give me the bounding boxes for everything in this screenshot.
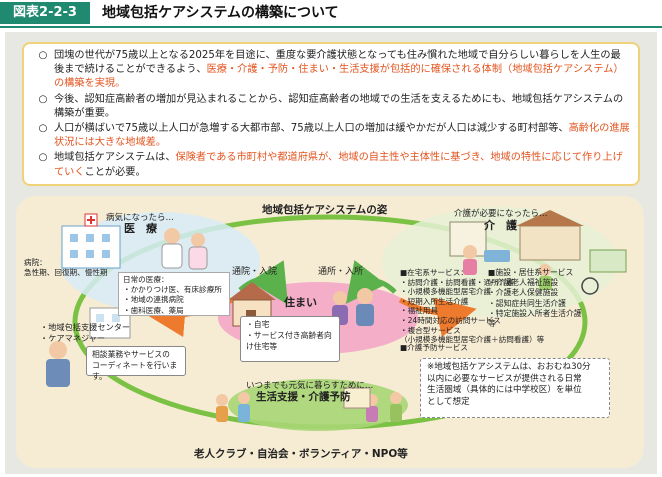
arrow-home-to-care [398,297,477,337]
note-line: ※地域包括ケアシステムは、おおむね30分 [427,362,591,372]
hospital-types: 急性期、回復期、慢性期 [24,267,108,277]
home-care-item: ・小規模多機能型居宅介護 [400,287,492,297]
home-care-item: ・複合型サービス [400,325,461,335]
daily-medical-item: ・地域の連携病院 [123,295,184,305]
area-note-text: ※地域包括ケアシステムは、おおむね30分以内に必要なサービスが提供される日常生活… [427,362,603,408]
community-groups: 老人クラブ・自治会・ボランティア・NPO等 [194,448,408,460]
home-care-item: ・訪問介護・訪問看護・通所介護 [400,277,514,287]
coordination-text: 相談業務やサービスのコーディネートを行います。 [92,349,180,382]
body-text: 団塊の世代が75歳以上となる2025年を目途に、重度な要介護状態となっても住み慣… [54,50,621,76]
medical-trigger: 病気になったら… [106,213,175,223]
arrow-right-label: 通所・入所 [318,267,364,277]
support-center-item: ・地域包括支援センター [40,322,131,332]
daily-medical-item: ・歯科医療、薬局 [123,305,184,315]
coordination-box: 相談業務やサービスのコーディネートを行います。 [86,346,186,381]
note-line: 生活圏域（具体的には中学校区）を単位 [427,385,582,395]
body-text: 人口が横ばいで75歳以上人口が急増する大都市部、75歳以上人口の増加は緩やかだが… [54,123,569,135]
note-line: として想定 [427,396,470,407]
summary-text: 地域包括ケアシステムは、保険者である市町村や都道府県が、地域の自主性や主体性に基… [54,151,630,179]
facility-list: ・介護老人福祉施設・介護老人保健施設・認知症共同生活介護・特定施設入所者生活介護… [488,278,582,329]
care-trigger: 介護が必要になったら… [454,209,548,219]
facility-services: ■施設・居住系サービス ・介護老人福祉施設・介護老人保健施設・認知症共同生活介護… [488,268,582,329]
home-care-list: ・訪問介護・訪問看護・通所介護・小規模多機能型居宅介護・短期入所生活介護・福祉用… [400,277,545,345]
daily-medical-list: ・かかりつけ医、有床診療所・地域の連携病院・歯科医療、薬局 [123,285,225,316]
figure-number: 図表2-2-3 [0,2,90,24]
figure-header: 図表2-2-3 地域包括ケアシステムの構築について [0,0,662,28]
support-center-list: ・地域包括支援センター・ケアマネジャー [40,322,130,344]
home-item: ・自宅 [246,320,270,329]
summary-item: ○ 団塊の世代が75歳以上となる2025年を目途に、重度な要介護状態となっても住み… [32,49,630,92]
hospital-label: 病院： 急性期、回復期、慢性期 [24,258,108,277]
note-line: 以内に必要なサービスが提供される日常 [427,373,582,384]
home-box: ・自宅・サービス付き高齢者向け住宅等 [240,316,340,362]
body-text: ことが必要。 [84,166,146,178]
support-center-item: ・ケアマネジャー [40,333,106,343]
home-list: ・自宅・サービス付き高齢者向け住宅等 [246,319,334,352]
bullet-marker: ○ [38,152,48,164]
arrow-left-label: 通院・入院 [232,267,278,277]
support-center-labels: ・地域包括支援センター・ケアマネジャー [40,322,130,344]
summary-text: 団塊の世代が75歳以上となる2025年を目途に、重度な要介護状態となっても住み慣… [54,49,630,92]
coordination-line: コーディネートを行います。 [92,361,178,381]
home-heading: 住まい [284,296,317,309]
summary-text: 人口が横ばいで75歳以上人口が急増する大都市部、75歳以上人口の増加は緩やかだが… [54,122,630,150]
summary-item: ○ 人口が横ばいで75歳以上人口が急増する大都市部、75歳以上人口の増加は緩やかだ… [32,122,630,150]
care-heading: 介 護 [484,219,517,232]
body-text: 今後、認知症高齢者の増加が見込まれることから、認知症高齢者の地域での生活を支える… [54,93,624,119]
living-heading: 生活支援・介護予防 [256,391,351,403]
medical-heading: 医 療 [124,222,157,235]
highlight-text: 医療・介護・予防・住まい・生活支援が包括的に確保される体制（地域包括ケアシステム… [54,64,624,90]
hospital-icon [61,213,121,269]
coordination-line: 相談業務やサービスの [92,350,170,359]
home-item: ・サービス付き高齢者向け住宅等 [246,331,332,351]
arrow-medical-to-home [238,260,288,305]
facility-item: ・介護老人保健施設 [488,288,559,298]
facility-item: ・特定施設入所者生活介護 [488,308,582,318]
doctor-icon [161,228,208,270]
home-care-item: ・24時間対応の訪問サービス [400,315,501,325]
elderly-people-icon [332,288,374,326]
daily-medical-item: ・かかりつけ医、有床診療所 [123,285,222,295]
daily-medical-title: 日常の医療： [123,275,169,284]
summary-text: 今後、認知症高齢者の増加が見込まれることから、認知症高齢者の地域での生活を支える… [54,93,630,121]
home-care-title: ■在宅系サービス： [400,268,468,277]
bullet-marker: ○ [38,93,48,105]
community-people-icon [216,387,402,422]
arrow-care-to-home [345,259,397,304]
area-note: ※地域包括ケアシステムは、おおむね30分以内に必要なサービスが提供される日常生活… [420,358,610,418]
summary-item: ○ 地域包括ケアシステムは、保険者である市町村や都道府県が、地域の自主性や主体性に… [32,151,630,179]
home-care-item: ・福祉用具 [400,306,438,316]
hospital-title: 病院： [24,258,47,267]
bullet-marker: ○ [38,123,48,135]
figure-title: 地域包括ケアシステムの構築について [102,5,339,21]
highlight-text: 保険者である市町村や都道府県が、地域の自主性や主体性に基づき、地域の特性に応じて… [54,152,623,178]
facility-item: ・認知症共同生活介護 [488,298,566,308]
home-care-item: ・短期入所生活介護 [400,296,469,306]
highlight-text: 高齢化の進展状況には大きな地域差。 [54,123,630,149]
facility-title: ■施設・居住系サービス [488,268,574,277]
summary-item: ○ 今後、認知症高齢者の増加が見込まれることから、認知症高齢者の地域での生活を支え… [32,93,630,121]
summary-box: ○ 団塊の世代が75歳以上となる2025年を目途に、重度な要介護状態となっても住み… [22,42,640,186]
care-manager-icon [46,341,70,387]
living-caption: いつまでも元気に暮らすために… [246,381,374,391]
summary-list: ○ 団塊の世代が75歳以上となる2025年を目途に、重度な要介護状態となっても住み… [32,49,630,180]
home-care-item: （小規模多機能型居宅介護＋訪問看護）等 [400,335,545,345]
diagram-title: 地域包括ケアシステムの姿 [262,204,388,216]
facility-item: ・介護老人福祉施設 [488,278,559,288]
prevention-title: ■介護予防サービス [400,343,468,352]
bullet-marker: ○ [38,50,48,61]
home-care-services: ■在宅系サービス： ・訪問介護・訪問看護・通所介護・小規模多機能型居宅介護・短期… [400,268,545,345]
body-text: 地域包括ケアシステムは、 [54,152,176,164]
facility-item: 等 [488,319,496,329]
caregiver-icon [463,245,599,295]
daily-medical-box: 日常の医療： ・かかりつけ医、有床診療所・地域の連携病院・歯科医療、薬局 [118,272,230,316]
